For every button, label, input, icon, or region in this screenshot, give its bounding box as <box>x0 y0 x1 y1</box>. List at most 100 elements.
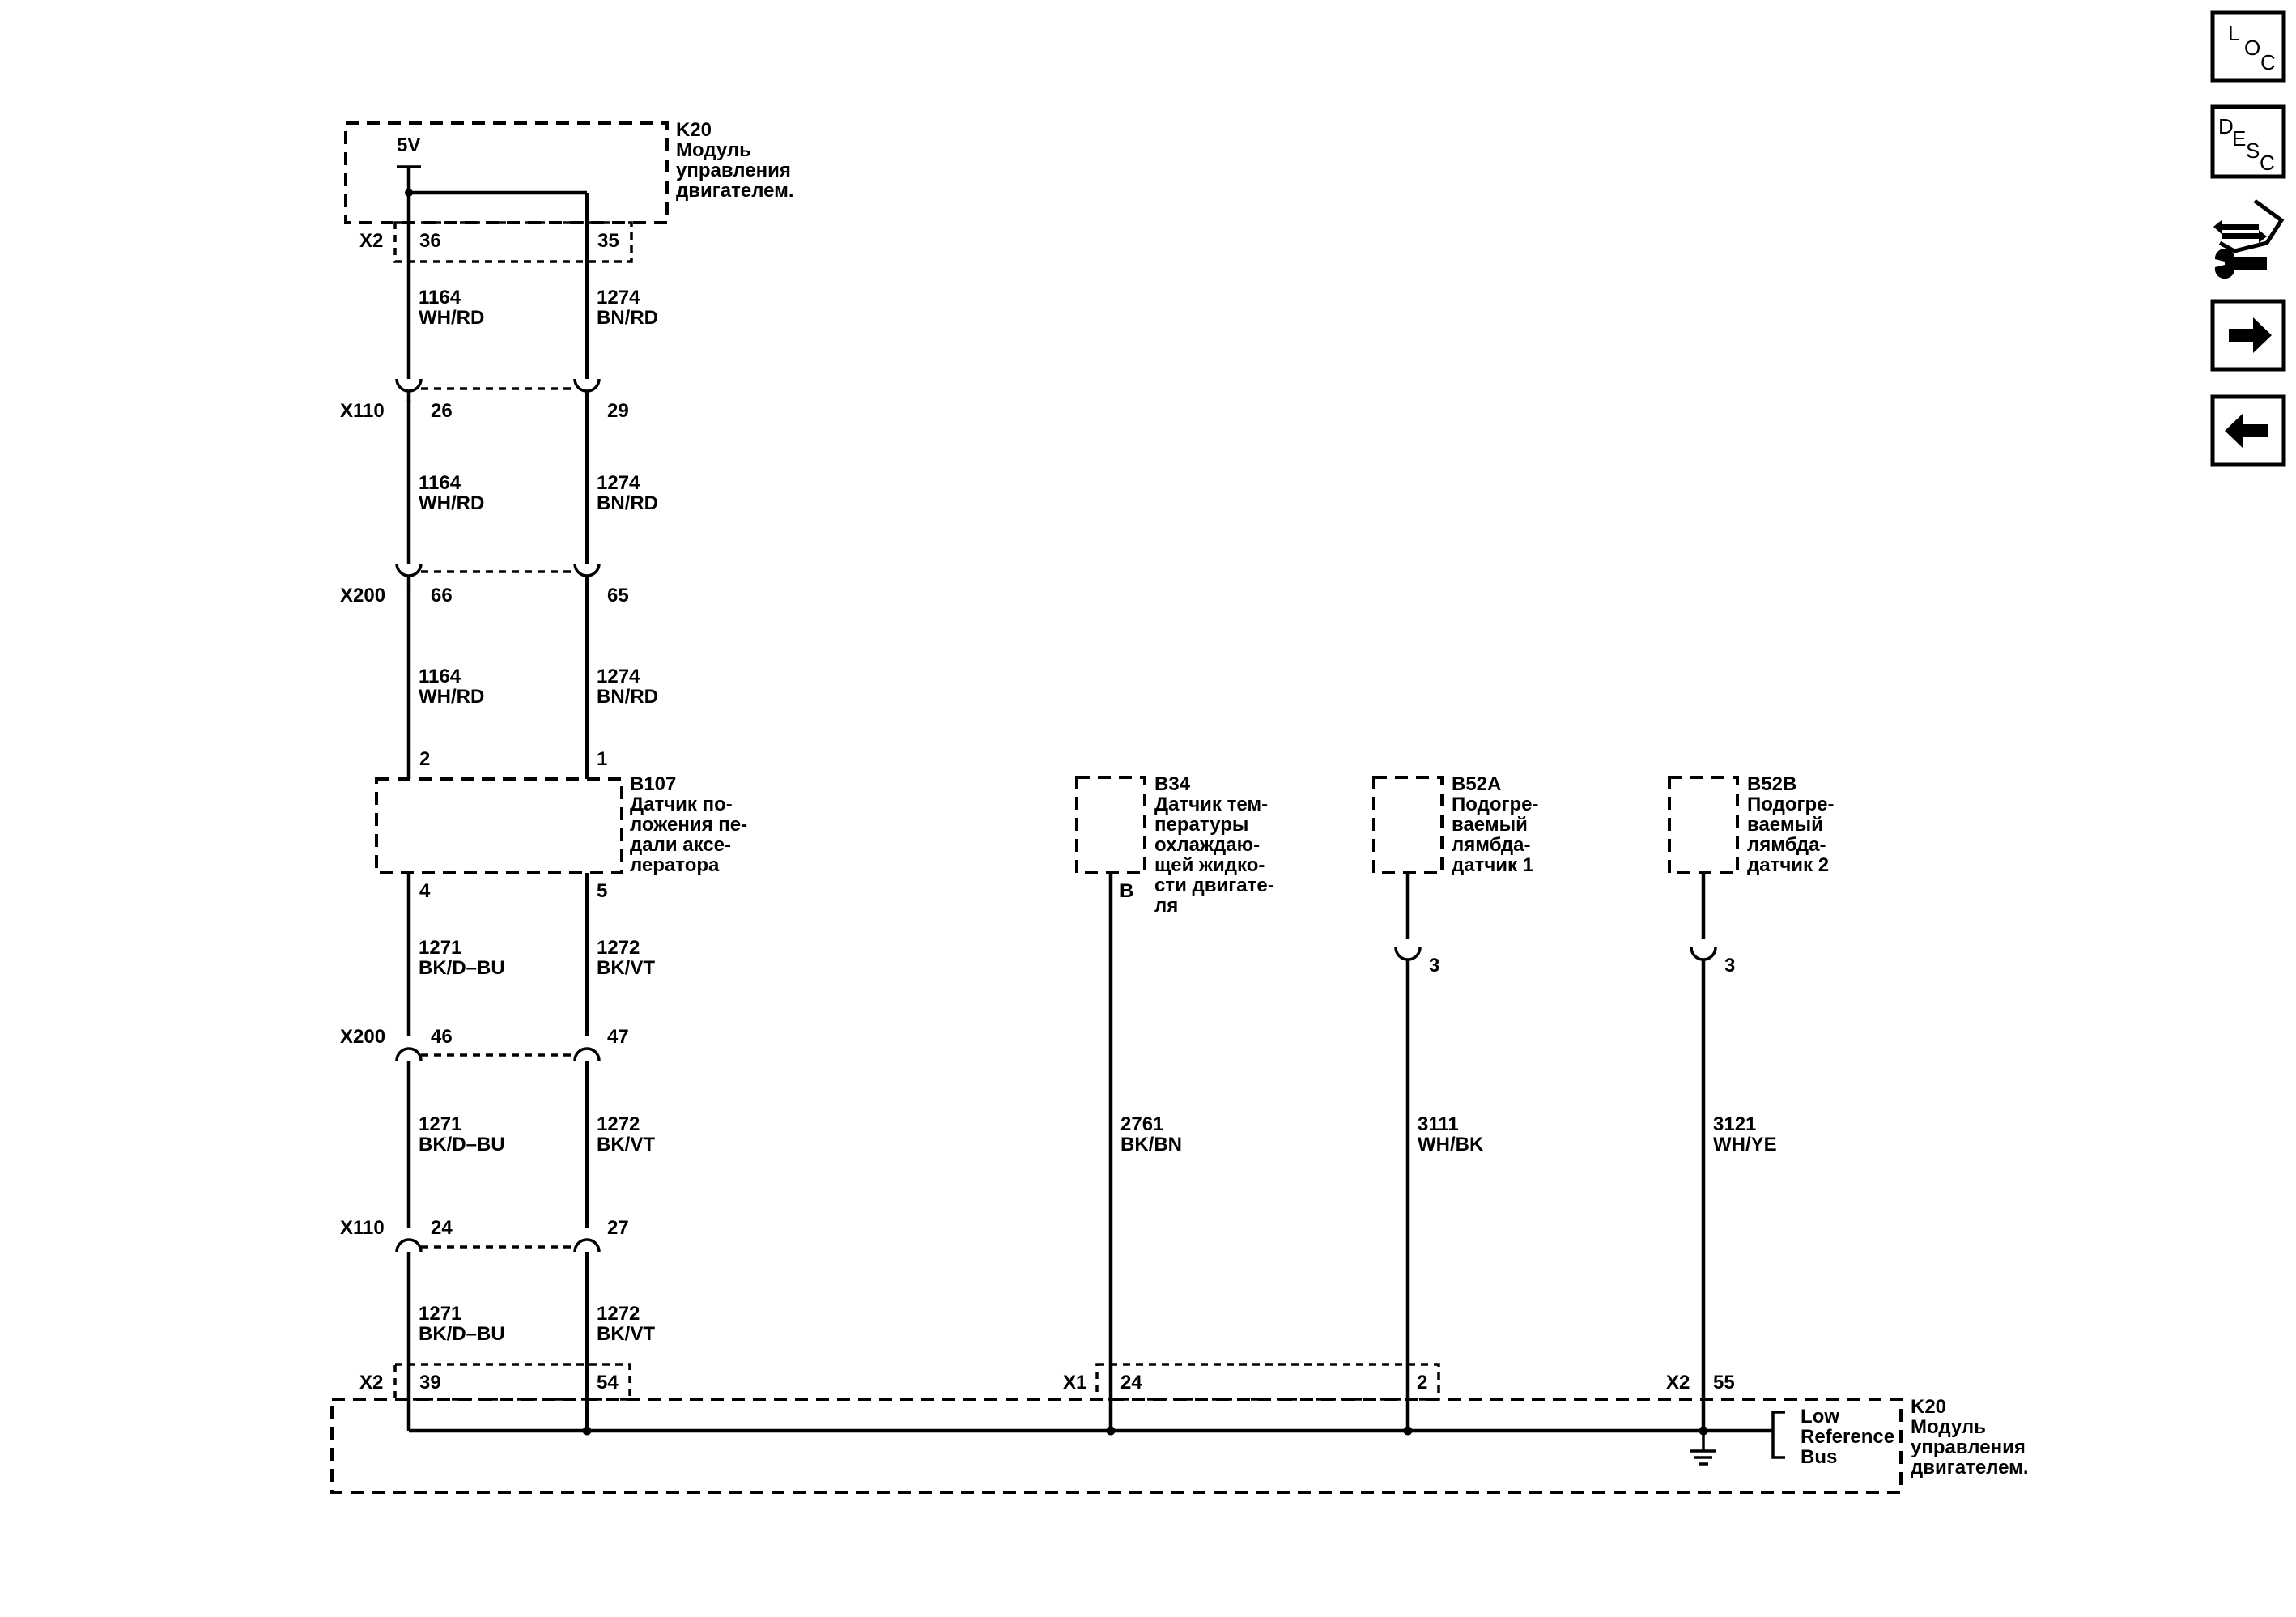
desc-button[interactable]: D E S C <box>2210 104 2286 179</box>
wire-right-4-color: BK/VT <box>597 957 655 979</box>
connector-cup <box>1690 947 1717 961</box>
ecm-bottom-x2-connector-box <box>393 1363 631 1401</box>
connector-x110-lower-pin-b: 27 <box>607 1217 629 1239</box>
bus-bracket <box>1771 1411 1785 1459</box>
bus-label-3: Bus <box>1801 1446 1837 1468</box>
ecm-top-name-2: управления <box>676 160 791 181</box>
wire-3121-circuit: 3121 <box>1713 1113 1756 1135</box>
sensor-b34: B B34 Датчик тем- пературы охлаждаю- щей… <box>1075 773 1274 1431</box>
ecm-bottom-x1-connector-box <box>1095 1363 1440 1401</box>
wire-left-1-circuit: 1164 <box>419 287 461 309</box>
wire-right-3-color: BN/RD <box>597 686 658 708</box>
nav-toolbar: L O C D E S C <box>2210 10 2286 467</box>
wire-left-6-color: BK/D–BU <box>419 1323 505 1345</box>
ecm-top-id: K20 <box>676 119 712 141</box>
sensor-b52b-name-4: датчик 2 <box>1747 854 1829 876</box>
connector-x110-lower-pin-a: 24 <box>431 1217 453 1239</box>
ecm-bottom-pin-24: 24 <box>1120 1372 1142 1394</box>
sensor-b34-pin: B <box>1120 880 1133 902</box>
wire-left-2-circuit: 1164 <box>419 472 461 494</box>
connector-cup <box>395 378 423 393</box>
connector-x200-upper: X200 66 65 <box>340 563 629 606</box>
sensor-b52b: 3 B52B Подогре- ваемый лямбда- датчик 2 … <box>1668 773 1834 1431</box>
wire-left-3-circuit: 1164 <box>419 666 461 687</box>
wire-right-3-circuit: 1274 <box>597 666 640 687</box>
ecm-top-pin-35: 35 <box>597 230 619 252</box>
sensor-b107-name-1: Датчик по- <box>630 794 733 815</box>
bus-label-2: Reference <box>1801 1426 1894 1448</box>
ground-icon <box>1690 1431 1716 1466</box>
connector-cup <box>573 378 601 393</box>
connector-x200-upper-label: X200 <box>340 585 385 606</box>
desc-button-frame <box>2210 104 2286 179</box>
double-arrow-top <box>2213 220 2259 234</box>
double-arrow-bottom <box>2222 230 2267 243</box>
bus-junction <box>582 1426 592 1436</box>
connector-x110-upper: X110 26 29 <box>340 378 629 422</box>
connector-x200-lower-pin-b: 47 <box>607 1026 629 1048</box>
ecm-bottom-name-1: Модуль <box>1911 1416 1986 1438</box>
ecm-bottom-id: K20 <box>1911 1396 1946 1418</box>
wire-3121-color: WH/YE <box>1713 1134 1777 1155</box>
sensor-b107-name-4: лератора <box>630 854 720 876</box>
loc-letter-o: O <box>2244 36 2260 60</box>
ecm-bottom-box <box>330 1398 1903 1494</box>
connector-x200-lower-pin-a: 46 <box>431 1026 453 1048</box>
sensor-b52a: 3 B52A Подогре- ваемый лямбда- датчик 1 … <box>1372 773 1538 1431</box>
ecm-bottom-name-3: двигателем. <box>1911 1457 2029 1479</box>
wire-left-2-color: WH/RD <box>419 492 484 514</box>
sensor-b52b-name-3: лямбда- <box>1747 834 1826 856</box>
wire-right-1-color: BN/RD <box>597 307 658 329</box>
connector-x200-upper-pin-b: 65 <box>607 585 629 606</box>
connector-x110-upper-pin-b: 29 <box>607 400 629 422</box>
wire-right-2-color: BN/RD <box>597 492 658 514</box>
ecm-bottom-pin-2: 2 <box>1417 1372 1427 1394</box>
wire-2761-color: BK/BN <box>1120 1134 1182 1155</box>
wire-left-3-color: WH/RD <box>419 686 484 708</box>
ecm-top-voltage-label: 5V <box>397 134 420 156</box>
connector-cup <box>573 1238 601 1253</box>
sensor-b52b-pin: 3 <box>1724 955 1735 977</box>
sensor-b52b-id: B52B <box>1747 773 1796 795</box>
sensor-b34-id: B34 <box>1154 773 1191 795</box>
desc-letter-e: E <box>2232 126 2246 151</box>
sensor-b107: 2 1 4 5 B107 Датчик по- ложения пе- дали… <box>375 748 747 902</box>
connector-cup <box>573 563 601 577</box>
sensor-b34-name-3: охлаждаю- <box>1154 834 1260 856</box>
connector-cup <box>395 1047 423 1062</box>
loc-button-frame <box>2210 10 2286 83</box>
prev-button[interactable] <box>2210 394 2286 467</box>
next-button[interactable] <box>2210 299 2286 372</box>
connector-x110-upper-pin-a: 26 <box>431 400 453 422</box>
wire-right-5-circuit: 1272 <box>597 1113 640 1135</box>
wire-left-4-color: BK/D–BU <box>419 957 505 979</box>
wire-3111-color: WH/BK <box>1418 1134 1484 1155</box>
connector-cup <box>1394 947 1422 961</box>
sensor-b107-id: B107 <box>630 773 676 795</box>
connector-cup <box>395 1238 423 1253</box>
wire-3111-circuit: 3111 <box>1418 1113 1459 1135</box>
ecm-bottom-pin-55: 55 <box>1713 1372 1735 1394</box>
desc-letter-s: S <box>2246 138 2260 163</box>
sensor-b34-name-6: ля <box>1154 895 1178 917</box>
wire-left-1-color: WH/RD <box>419 307 484 329</box>
sensor-b52b-box <box>1668 776 1739 874</box>
ecm-bottom-x1-label: X1 <box>1063 1372 1086 1394</box>
connector-x200-lower-label: X200 <box>340 1026 385 1048</box>
connector-outline <box>2218 198 2285 253</box>
sensor-b52a-name-2: ваемый <box>1452 814 1528 836</box>
desc-letter-d: D <box>2218 114 2234 138</box>
sensor-b107-pin-1: 1 <box>597 748 607 770</box>
wire-right-4-circuit: 1272 <box>597 937 640 959</box>
loc-button[interactable]: L O C <box>2210 10 2286 83</box>
sensor-b52a-box <box>1372 776 1444 874</box>
next-button-frame <box>2210 299 2286 372</box>
bus-junction <box>1106 1426 1116 1436</box>
connector-wrench-icon[interactable] <box>2213 198 2285 279</box>
bus-label-1: Low <box>1801 1406 1839 1428</box>
desc-letter-c: C <box>2260 151 2275 175</box>
wire-left-4-circuit: 1271 <box>419 937 461 959</box>
wire-right-5-color: BK/VT <box>597 1134 655 1155</box>
ecm-bottom-name-2: управления <box>1911 1436 2026 1458</box>
